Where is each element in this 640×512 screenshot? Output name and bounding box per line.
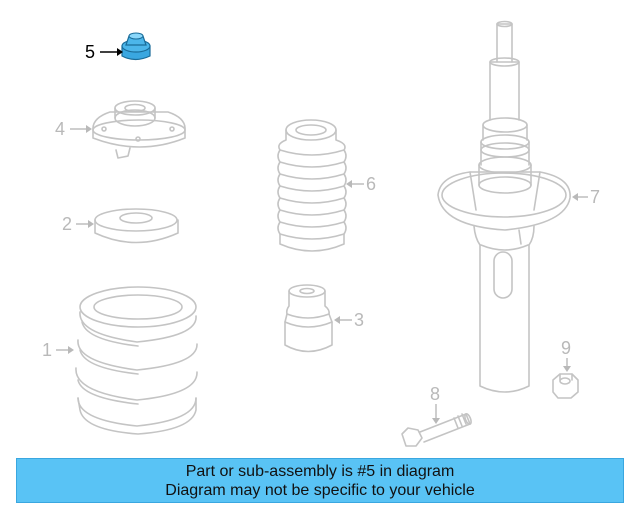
part-4-strut-mount[interactable] — [92, 100, 186, 159]
callout-4-arrow — [70, 125, 92, 133]
part-6-dust-boot[interactable] — [277, 119, 347, 252]
callout-5-arrow — [100, 48, 123, 56]
callout-9[interactable]: 9 — [561, 338, 571, 358]
part-1-coil-spring[interactable] — [75, 286, 198, 435]
banner-line-1: Part or sub-assembly is #5 in diagram — [185, 462, 455, 480]
callout-7-arrow — [572, 193, 588, 201]
diagram-info-banner: Part or sub-assembly is #5 in diagram Di… — [16, 458, 624, 503]
callout-8-arrow — [432, 404, 440, 424]
part-8-bolt[interactable] — [401, 413, 472, 447]
banner-line-2: Diagram may not be specific to your vehi… — [165, 481, 475, 499]
part-3-bump-stop[interactable] — [284, 284, 333, 353]
parts-diagram: 5 4 2 — [42, 20, 600, 447]
callout-1-arrow — [56, 346, 74, 354]
callout-2[interactable]: 2 — [62, 214, 72, 234]
callout-6[interactable]: 6 — [366, 174, 376, 194]
part-5-nut[interactable] — [121, 32, 151, 61]
callout-1[interactable]: 1 — [42, 340, 52, 360]
callout-4[interactable]: 4 — [55, 119, 65, 139]
callout-5[interactable]: 5 — [85, 42, 95, 62]
part-7-strut-assembly[interactable] — [437, 20, 571, 393]
callout-7[interactable]: 7 — [590, 187, 600, 207]
part-2-spring-pad[interactable] — [94, 208, 179, 244]
callout-8[interactable]: 8 — [430, 384, 440, 404]
callout-6-arrow — [346, 180, 364, 188]
callout-9-arrow — [563, 358, 571, 372]
callout-3[interactable]: 3 — [354, 310, 364, 330]
part-9-nut[interactable] — [552, 373, 579, 399]
callout-2-arrow — [76, 220, 94, 228]
callout-3-arrow — [334, 316, 352, 324]
